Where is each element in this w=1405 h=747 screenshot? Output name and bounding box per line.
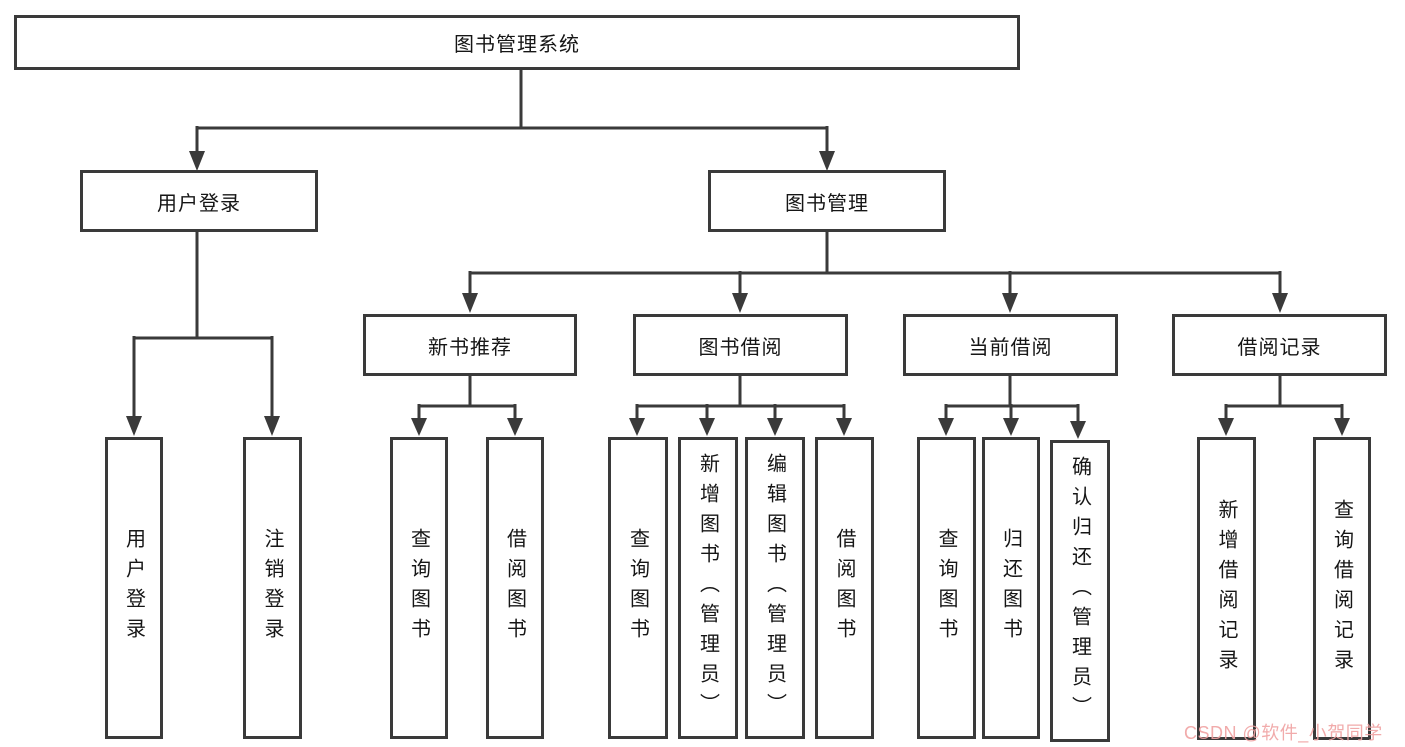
node-label: 借阅图书 — [833, 528, 855, 648]
csdn-watermark: CSDN @软件_小贺同学 — [1184, 723, 1383, 743]
node-book-borrow: 图书借阅 — [633, 314, 848, 376]
node-leaf-return-books: 归还图书 — [982, 437, 1040, 739]
node-label: 新增图书（管理员） — [696, 453, 719, 723]
node-label: 确认归还（管理员） — [1068, 456, 1091, 726]
node-leaf-edit-books-admin: 编辑图书（管理员） — [745, 437, 805, 739]
node-leaf-query-books-2: 查询图书 — [608, 437, 668, 739]
node-user-login: 用户登录 — [80, 170, 318, 232]
node-label: 图书管理系统 — [454, 34, 580, 56]
node-leaf-logout: 注销登录 — [243, 437, 302, 739]
node-leaf-query-books-1: 查询图书 — [390, 437, 448, 739]
node-label: 借阅图书 — [503, 528, 526, 648]
node-current-borrow: 当前借阅 — [903, 314, 1118, 376]
node-label: 查询图书 — [626, 528, 649, 648]
node-label: 查询借阅记录 — [1330, 498, 1353, 679]
node-root-library-system: 图书管理系统 — [14, 15, 1020, 70]
node-leaf-confirm-return-admin: 确认归还（管理员） — [1050, 440, 1110, 742]
node-label: 归还图书 — [999, 528, 1022, 648]
node-leaf-user-login: 用户登录 — [105, 437, 163, 739]
node-leaf-borrow-books-2: 借阅图书 — [815, 437, 874, 739]
node-label: 新书推荐 — [428, 336, 512, 359]
node-label: 图书管理 — [785, 192, 869, 215]
node-leaf-query-books-3: 查询图书 — [917, 437, 976, 739]
node-label: 查询图书 — [407, 528, 430, 648]
node-label: 用户登录 — [157, 192, 241, 215]
node-leaf-query-borrow-record: 查询借阅记录 — [1313, 437, 1371, 740]
node-label: 注销登录 — [261, 528, 283, 648]
node-label: 图书借阅 — [698, 336, 783, 359]
node-label: 当前借阅 — [968, 336, 1053, 359]
node-leaf-add-books-admin: 新增图书（管理员） — [678, 437, 738, 739]
node-leaf-borrow-books-1: 借阅图书 — [486, 437, 544, 739]
node-label: 编辑图书（管理员） — [763, 453, 786, 723]
node-leaf-add-borrow-record: 新增借阅记录 — [1197, 437, 1256, 740]
node-label: 查询图书 — [935, 528, 957, 648]
node-borrow-records: 借阅记录 — [1172, 314, 1387, 376]
node-label: 用户登录 — [122, 528, 145, 648]
node-book-management: 图书管理 — [708, 170, 946, 232]
node-label: 新增借阅记录 — [1215, 498, 1237, 679]
node-label: 借阅记录 — [1237, 336, 1322, 359]
node-new-book-recommend: 新书推荐 — [363, 314, 577, 376]
